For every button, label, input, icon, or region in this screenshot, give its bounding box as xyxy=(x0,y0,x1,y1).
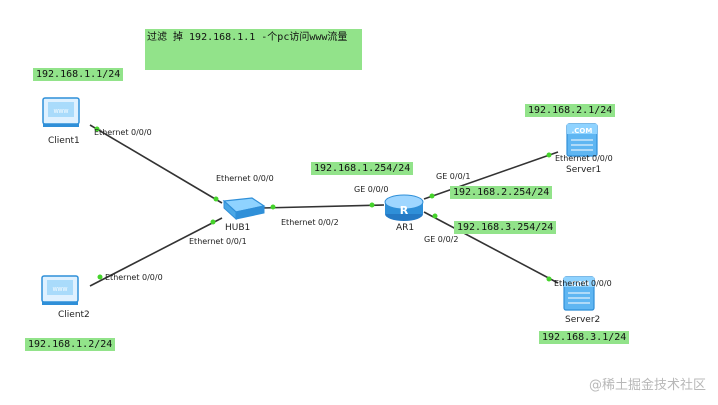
port-dot-hub-eth2 xyxy=(270,204,276,210)
link-ar1-server2[interactable] xyxy=(423,211,559,284)
server1-icon[interactable]: .COM xyxy=(566,123,598,157)
server2-icon[interactable]: .COM xyxy=(563,276,595,311)
port-label-hub-eth1: Ethernet 0/0/1 xyxy=(189,237,247,246)
port-dot-hub-eth0 xyxy=(213,196,219,202)
hub1-icon[interactable] xyxy=(222,197,266,221)
device-label-hub1: HUB1 xyxy=(225,223,251,233)
ip-label-ar1-g001: 192.168.2.254/24 xyxy=(450,186,553,199)
ip-label-server2: 192.168.3.1/24 xyxy=(539,331,630,344)
client1-screen-text: WWW xyxy=(54,109,69,115)
port-label-ar1-ge001: GE 0/0/1 xyxy=(436,172,471,181)
device-label-server1: Server1 xyxy=(566,165,602,175)
port-dot-hub-eth1 xyxy=(210,219,216,225)
ip-label-ar1-g002: 192.168.3.254/24 xyxy=(454,221,557,234)
port-label-client2: Ethernet 0/0/0 xyxy=(105,273,163,282)
port-label-client1: Ethernet 0/0/0 xyxy=(94,128,152,137)
note-text: 过滤 掉 192.168.1.1 -个pc访问www流量 xyxy=(147,32,348,43)
ip-label-client2: 192.168.1.2/24 xyxy=(25,338,116,351)
device-label-client2: Client2 xyxy=(58,310,90,320)
server2-badge: .COM xyxy=(569,280,590,288)
ar1-router-icon[interactable]: R xyxy=(384,194,424,221)
ar1-router-mark: R xyxy=(400,204,409,217)
port-label-server2: Ethernet 0/0/0 xyxy=(554,279,612,288)
link-hub-ar1[interactable] xyxy=(261,204,385,209)
port-dot-ar1-ge001 xyxy=(429,193,435,199)
link-client2-hub[interactable] xyxy=(89,217,223,287)
device-label-client1: Client1 xyxy=(48,136,80,146)
link-client1-hub[interactable] xyxy=(89,124,223,204)
device-label-ar1: AR1 xyxy=(396,223,415,233)
note-box[interactable]: 过滤 掉 192.168.1.1 -个pc访问www流量 xyxy=(145,29,362,70)
port-dot-ar1-ge002 xyxy=(432,213,438,219)
client2-icon[interactable]: WWW xyxy=(41,275,79,305)
port-dot-ar1-ge000 xyxy=(369,202,375,208)
port-dot-server1 xyxy=(546,152,552,158)
port-label-hub-eth2: Ethernet 0/0/2 xyxy=(281,218,339,227)
port-dot-client1 xyxy=(94,126,100,132)
port-label-server1: Ethernet 0/0/0 xyxy=(555,154,613,163)
server1-badge: .COM xyxy=(572,127,593,135)
ip-label-server1: 192.168.2.1/24 xyxy=(525,104,616,117)
port-dot-server2 xyxy=(546,276,552,282)
client1-icon[interactable]: WWW xyxy=(42,97,80,127)
client2-screen-text: WWW xyxy=(53,287,68,293)
port-label-ar1-ge002: GE 0/0/2 xyxy=(424,235,459,244)
device-label-server2: Server2 xyxy=(565,315,601,325)
ip-label-client1: 192.168.1.1/24 xyxy=(33,68,124,81)
link-ar1-server1[interactable] xyxy=(423,151,559,200)
watermark: @稀土掘金技术社区 xyxy=(588,378,706,393)
port-dot-client2 xyxy=(97,274,103,280)
port-label-ar1-ge000: GE 0/0/0 xyxy=(354,185,389,194)
ip-label-ar1-g000: 192.168.1.254/24 xyxy=(311,162,414,175)
port-label-hub-eth0: Ethernet 0/0/0 xyxy=(216,174,274,183)
